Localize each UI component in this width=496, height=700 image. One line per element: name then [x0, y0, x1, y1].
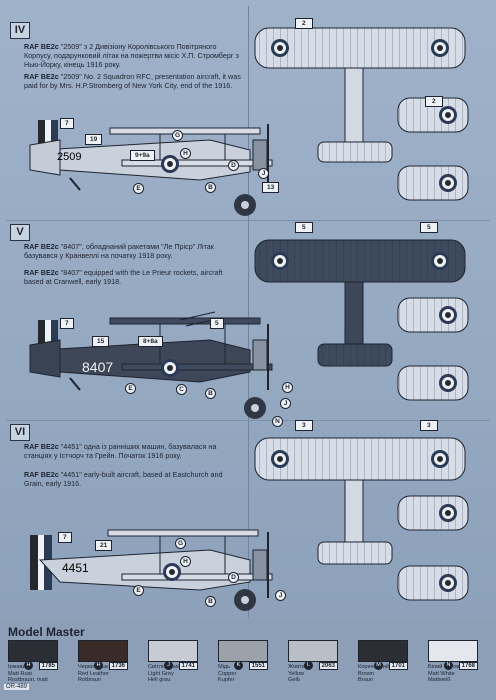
- callout-label: J: [258, 168, 269, 179]
- swatch-color: L 2063: [288, 640, 338, 670]
- plan-view-iv: [254, 27, 469, 201]
- callout-label: 8+8a: [138, 336, 163, 347]
- serial-number: 4451: [62, 561, 89, 575]
- callout-label: J: [275, 590, 286, 601]
- side-view-vi: 4451: [30, 529, 273, 611]
- caption-en: RAF BE2c "8407" equipped with the Le Pri…: [24, 268, 223, 286]
- callout-label: B: [205, 388, 216, 399]
- callout-label: H: [282, 382, 293, 393]
- swatch-code: N: [444, 661, 453, 670]
- callout-label: 15: [92, 336, 110, 347]
- section-number: VI: [10, 424, 30, 441]
- callout-label: G: [175, 538, 186, 549]
- swatch-number: 1785: [38, 662, 58, 670]
- section-divider: [6, 420, 490, 421]
- callout-label: C: [176, 384, 187, 395]
- swatch-name: КоричневийBrownBraun: [358, 664, 389, 683]
- callout-label: 13: [262, 182, 280, 193]
- swatch-number: 1768: [458, 662, 478, 670]
- serial-number: 8407: [82, 359, 113, 375]
- section-number: V: [10, 224, 30, 241]
- callout-label: E: [125, 383, 136, 394]
- caption-en: RAF BE2c "4451" early-built aircraft, ba…: [24, 470, 223, 488]
- swatch-color: N 1768: [428, 640, 478, 670]
- callout-label: 5: [295, 222, 313, 233]
- section-number: IV: [10, 22, 30, 39]
- caption-ua: RAF BE2c "4451" одна із ранніших машин, …: [24, 442, 217, 460]
- callout-label: 7: [58, 532, 72, 543]
- swatch-code: H: [24, 661, 33, 670]
- section-divider: [6, 220, 490, 221]
- swatch-color: M 1701: [358, 640, 408, 670]
- caption-ua: RAF BE2c "8407", обладнаний ракетами "Ле…: [24, 242, 214, 260]
- swatch-number: 1741: [178, 662, 198, 670]
- serial-number: 2509: [57, 151, 81, 163]
- callout-label: H: [180, 556, 191, 567]
- callout-label: J: [280, 398, 291, 409]
- swatch-code: M: [374, 661, 383, 670]
- swatch-number: 2063: [318, 662, 338, 670]
- swatch-color: H 1736: [78, 640, 128, 670]
- callout-label: G: [172, 130, 183, 141]
- swatch-code: K: [234, 661, 243, 670]
- callout-label: 5: [210, 318, 224, 329]
- callout-label: N: [272, 416, 283, 427]
- swatch-number: 1736: [108, 662, 128, 670]
- callout-label: 2: [425, 96, 443, 107]
- side-view-v: 8407: [29, 311, 273, 419]
- caption-en: RAF BE2c "2509" No. 2 Squadron RFC, pres…: [24, 72, 241, 90]
- callout-label: 9+9a: [130, 150, 155, 161]
- callout-label: D: [228, 160, 239, 171]
- swatch-code: H: [94, 661, 103, 670]
- callout-label: 3: [295, 420, 313, 431]
- callout-label: 21: [95, 540, 113, 551]
- callout-label: 3: [420, 420, 438, 431]
- plan-view-v: [254, 239, 469, 401]
- aircraft-artwork: 2509 8407 4451: [29, 27, 469, 611]
- swatch-number: 1551: [248, 662, 268, 670]
- callout-label: D: [228, 572, 239, 583]
- divider-vertical: [248, 6, 249, 618]
- callout-label: 19: [85, 134, 103, 145]
- swatch-color: J 1741: [148, 640, 198, 670]
- swatch-color: K 1551: [218, 640, 268, 670]
- callout-label: 5: [420, 222, 438, 233]
- plan-view-vi: [254, 437, 469, 601]
- callout-label: 7: [60, 318, 74, 329]
- page-code: OR-489: [4, 684, 30, 690]
- caption-ua: RAF BE2c "2509" з 2 Дивізіону Королівськ…: [24, 42, 239, 69]
- swatch-color: H 1785: [8, 640, 58, 670]
- callout-label: 7: [60, 118, 74, 129]
- callout-label: 2: [295, 18, 313, 29]
- brand-title: Model Master: [8, 625, 85, 639]
- callout-label: B: [205, 596, 216, 607]
- swatch-code: L: [304, 661, 313, 670]
- swatch-number: 1701: [388, 662, 408, 670]
- callout-label: E: [133, 585, 144, 596]
- swatch-code: J: [164, 661, 173, 670]
- callout-label: H: [180, 148, 191, 159]
- paint-swatch: M 1701КоричневийBrownBraun: [358, 640, 408, 684]
- callout-label: B: [205, 182, 216, 193]
- callout-label: E: [133, 183, 144, 194]
